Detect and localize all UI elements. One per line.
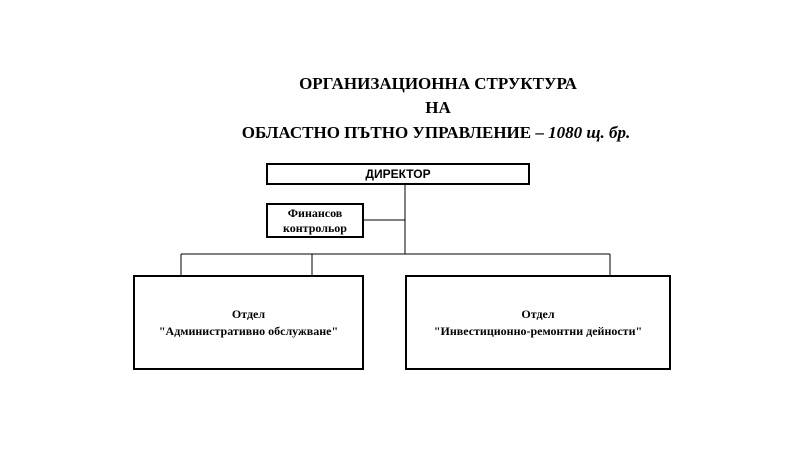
chart-title-line-3: ОБЛАСТНО ПЪТНО УПРАВЛЕНИЕ – 1080 щ. бр. — [36, 123, 800, 143]
chart-title-count: 1080 щ. бр. — [548, 123, 631, 142]
dept-admin-label-line-2: "Административно обслужване" — [158, 323, 339, 338]
department-admin-box: Отдел "Административно обслужване" — [133, 275, 364, 370]
dept-admin-label-line-1: Отдел — [231, 306, 266, 321]
controller-label-line-1: Финансов — [287, 205, 343, 220]
financial-controller-box: Финансов контрольор — [266, 203, 364, 238]
chart-title-line-1: ОРГАНИЗАЦИОННА СТРУКТУРА — [299, 74, 577, 93]
chart-title-line-2: НА — [425, 98, 451, 117]
director-label: ДИРЕКТОР — [365, 167, 431, 181]
director-box: ДИРЕКТОР — [266, 163, 530, 185]
department-investment-box: Отдел "Инвестиционно-ремонтни дейности" — [405, 275, 671, 370]
dept-invest-label-line-1: Отдел — [521, 306, 555, 321]
chart-title-main: ОБЛАСТНО ПЪТНО УПРАВЛЕНИЕ – — [241, 123, 544, 142]
controller-label-line-2: контрольор — [283, 220, 347, 235]
dept-invest-label-line-2: "Инвестиционно-ремонтни дейности" — [433, 323, 643, 338]
